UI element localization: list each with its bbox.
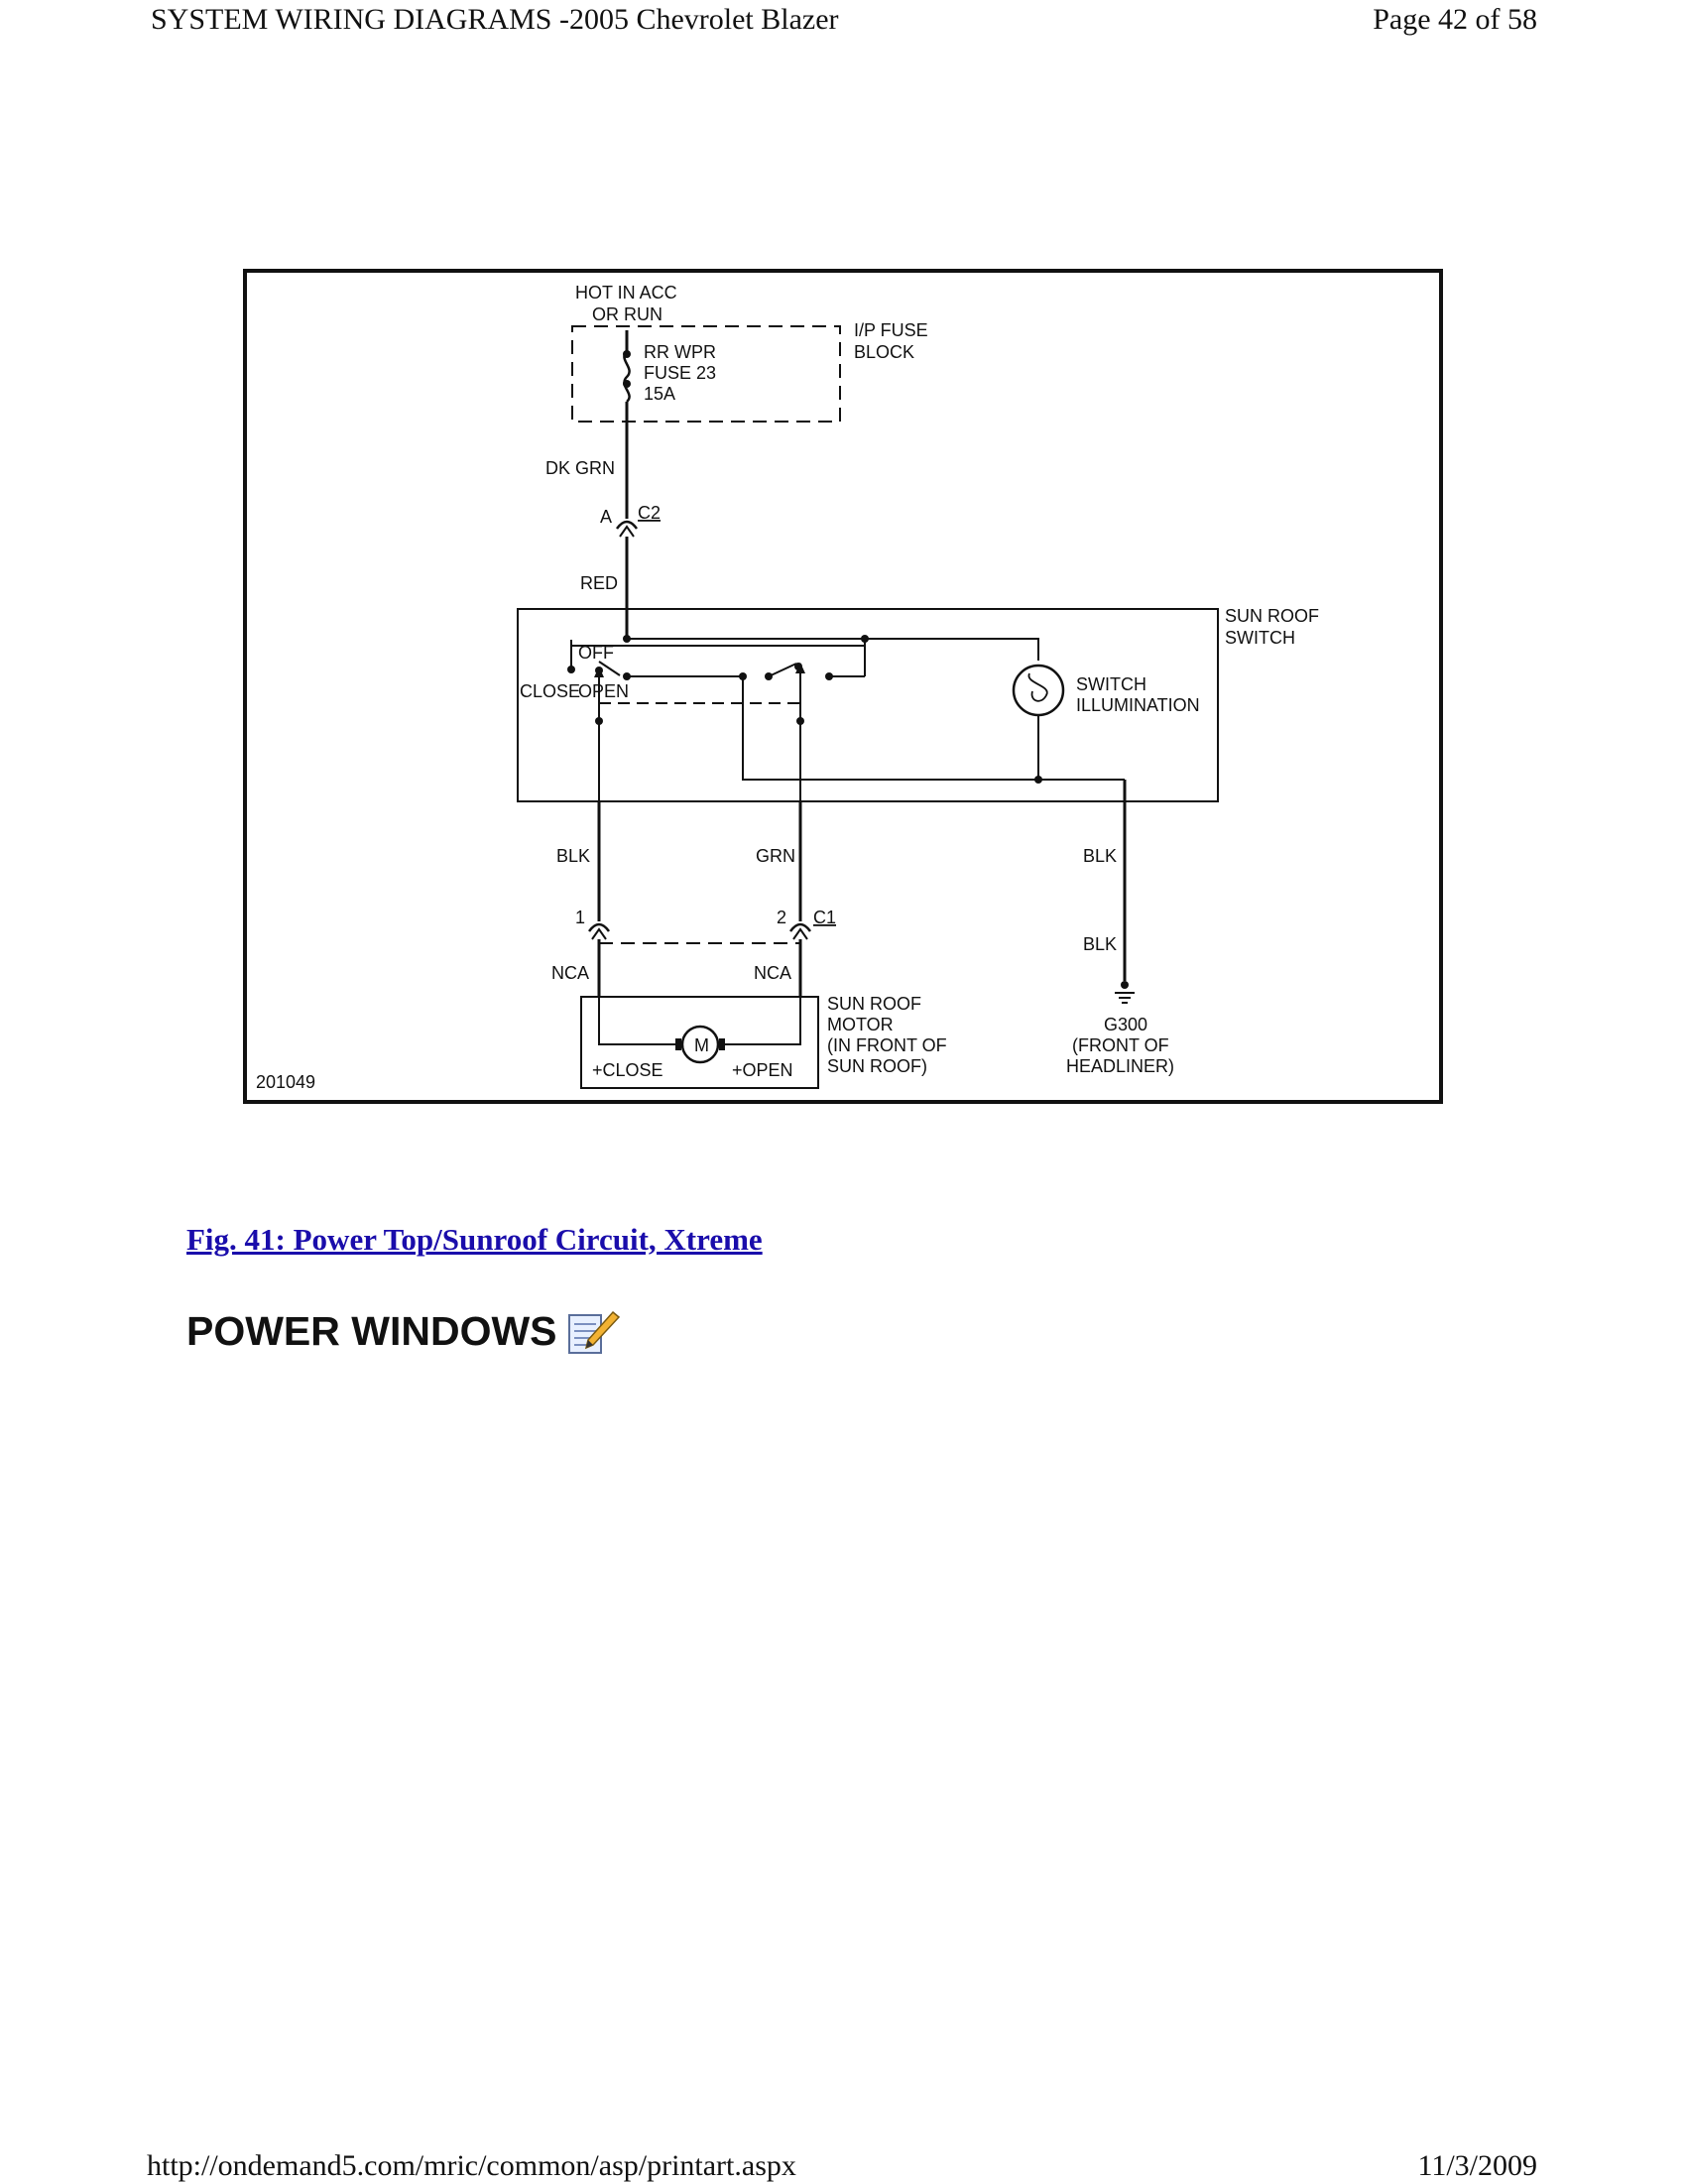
label-nca-2: NCA — [754, 963, 791, 983]
connector-c1-pin1 — [587, 922, 611, 932]
label-motor-2: MOTOR — [827, 1015, 894, 1034]
label-switch-illum-2: ILLUMINATION — [1076, 695, 1200, 715]
label-fuse-23: FUSE 23 — [644, 363, 716, 383]
section-heading: POWER WINDOWS — [186, 1305, 621, 1355]
footer-url: http://ondemand5.com/mric/common/asp/pri… — [147, 2149, 796, 2182]
connector-c2 — [615, 520, 639, 530]
connector-c1-pin2 — [788, 922, 812, 932]
label-conn-a: A — [600, 507, 612, 527]
label-motor-4: SUN ROOF) — [827, 1056, 927, 1076]
label-red: RED — [580, 573, 618, 593]
label-front-of: (FRONT OF — [1072, 1035, 1169, 1055]
label-dk-grn: DK GRN — [545, 458, 615, 478]
label-g300: G300 — [1104, 1015, 1147, 1034]
notepad-pencil-icon[interactable] — [563, 1309, 621, 1359]
figure-caption-link[interactable]: Fig. 41: Power Top/Sunroof Circuit, Xtre… — [186, 1222, 763, 1257]
label-open: OPEN — [578, 681, 629, 701]
fuse-icon — [623, 350, 631, 403]
fuse-block-box — [571, 325, 841, 423]
sunroof-motor-box — [580, 996, 819, 1089]
label-conn-c2: C2 — [638, 503, 661, 523]
header-title: SYSTEM WIRING DIAGRAMS -2005 Chevrolet B… — [151, 3, 839, 36]
illumination-lamp-icon — [1012, 664, 1065, 717]
label-motor-3: (IN FRONT OF — [827, 1035, 947, 1055]
label-blk-close: BLK — [556, 846, 590, 866]
label-headliner: HEADLINER) — [1066, 1056, 1174, 1076]
diagram-id: 201049 — [256, 1072, 315, 1092]
label-15a: 15A — [644, 384, 675, 404]
label-motor-m: M — [694, 1035, 709, 1055]
label-sun-roof-switch-1: SUN ROOF — [1225, 606, 1319, 626]
label-blk-ground: BLK — [1083, 846, 1117, 866]
label-hot-in-acc: HOT IN ACC — [575, 283, 677, 303]
label-blk-g300: BLK — [1083, 934, 1117, 954]
label-close: CLOSE — [520, 681, 580, 701]
label-nca-1: NCA — [551, 963, 589, 983]
footer-date: 11/3/2009 — [1417, 2149, 1537, 2182]
diagram-frame — [243, 269, 1443, 1104]
label-sun-roof-switch-2: SWITCH — [1225, 628, 1295, 648]
label-rr-wpr: RR WPR — [644, 342, 716, 362]
page-number: Page 42 of 58 — [1373, 3, 1537, 36]
label-motor-1: SUN ROOF — [827, 994, 921, 1014]
section-title: POWER WINDOWS — [186, 1308, 557, 1354]
label-conn-c1: C1 — [813, 908, 836, 927]
label-grn: GRN — [756, 846, 795, 866]
motor-icon — [680, 1025, 720, 1064]
label-plus-open: +OPEN — [732, 1060, 793, 1080]
label-ip-fuse: I/P FUSE — [854, 320, 928, 340]
label-pin-1: 1 — [575, 908, 585, 927]
label-plus-close: +CLOSE — [592, 1060, 663, 1080]
sunroof-switch-box — [517, 608, 1219, 802]
label-off: OFF — [578, 643, 614, 663]
sunroof-wiring-diagram: HOT IN ACC OR RUN I/P FUSE BLOCK RR WPR … — [243, 269, 1443, 1104]
label-or-run: OR RUN — [592, 304, 662, 324]
label-switch-illum-1: SWITCH — [1076, 674, 1146, 694]
label-block: BLOCK — [854, 342, 914, 362]
label-pin-2: 2 — [777, 908, 786, 927]
